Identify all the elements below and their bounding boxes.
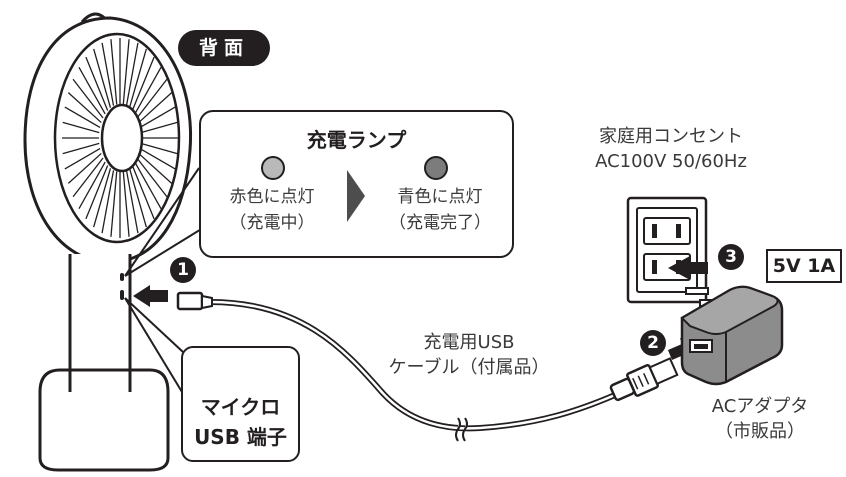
back-label-badge: 背面 — [178, 30, 270, 66]
step-3-badge: 3 — [718, 244, 744, 270]
lamp-arrow-icon — [347, 170, 365, 222]
grille-line — [128, 48, 147, 108]
grille-line — [78, 66, 106, 115]
lamp-complete-text: 青色に点灯 （充電完了） — [389, 187, 491, 233]
callout-lines — [124, 167, 204, 393]
grille-line — [72, 78, 104, 119]
step-1-badge: 1 — [170, 257, 196, 283]
grille-line — [139, 147, 176, 170]
micro-usb-label: マイクロ USB 端子 — [194, 395, 287, 449]
charge-lamp-callout: 充電ランプ 赤色に点灯 （充電中） 青色に点灯 （充電完了） — [199, 110, 514, 258]
ac-adapter — [680, 285, 784, 386]
lamp-charging-dot — [261, 156, 285, 180]
adapter-label: ACアダプタ （市販品） — [711, 396, 809, 442]
grille-line — [140, 142, 178, 155]
grille-line — [131, 56, 155, 111]
micro-usb-plug — [176, 291, 213, 311]
step-2-badge: 2 — [640, 330, 666, 356]
grille-line — [78, 161, 106, 210]
grille-line — [122, 171, 130, 237]
usb-a-plug — [609, 357, 679, 402]
grille-line — [101, 42, 115, 106]
fan — [23, 12, 193, 472]
lamp-charging-text: 赤色に点灯 （充電中） — [229, 187, 315, 233]
grille-line — [64, 147, 101, 170]
cable-label: 充電用USB ケーブル（付属品） — [388, 332, 550, 378]
lamp-complete-dot — [424, 156, 448, 180]
grille-line — [134, 66, 162, 115]
arrow-3 — [668, 256, 708, 280]
lamp-title: 充電ランプ — [306, 128, 407, 152]
grille-line — [138, 92, 173, 124]
grille-line — [122, 39, 130, 105]
grille-line — [101, 170, 115, 234]
adapter-rating-badge: 5V 1A — [766, 249, 842, 283]
outlet-label: 家庭用コンセント AC100V 50/60Hz — [595, 126, 747, 172]
grille-line — [134, 161, 162, 210]
grille-line — [85, 165, 109, 220]
cable-break-mark — [455, 417, 468, 442]
grille-line — [64, 106, 101, 129]
grille-line — [125, 170, 139, 234]
grille-line — [110, 171, 118, 237]
grille-line — [131, 165, 155, 220]
micro-usb-callout: マイクロ USB 端子 — [181, 346, 300, 462]
wall-outlet — [626, 196, 708, 304]
grille-line — [93, 48, 112, 108]
grille-line — [72, 157, 104, 198]
grille-line — [139, 106, 176, 129]
grille-line — [62, 142, 100, 155]
grille-line — [128, 168, 147, 228]
arrow-1 — [133, 285, 168, 307]
grille-line — [93, 168, 112, 228]
grille-line — [110, 39, 118, 105]
grille-line — [67, 152, 102, 184]
grille-line — [125, 42, 139, 106]
grille-line — [85, 56, 109, 111]
grille-line — [138, 152, 173, 184]
grille-line — [62, 121, 100, 134]
grille-line — [67, 92, 102, 124]
grille-line — [136, 157, 168, 198]
grille-line — [140, 121, 178, 134]
grille-line — [136, 78, 168, 119]
